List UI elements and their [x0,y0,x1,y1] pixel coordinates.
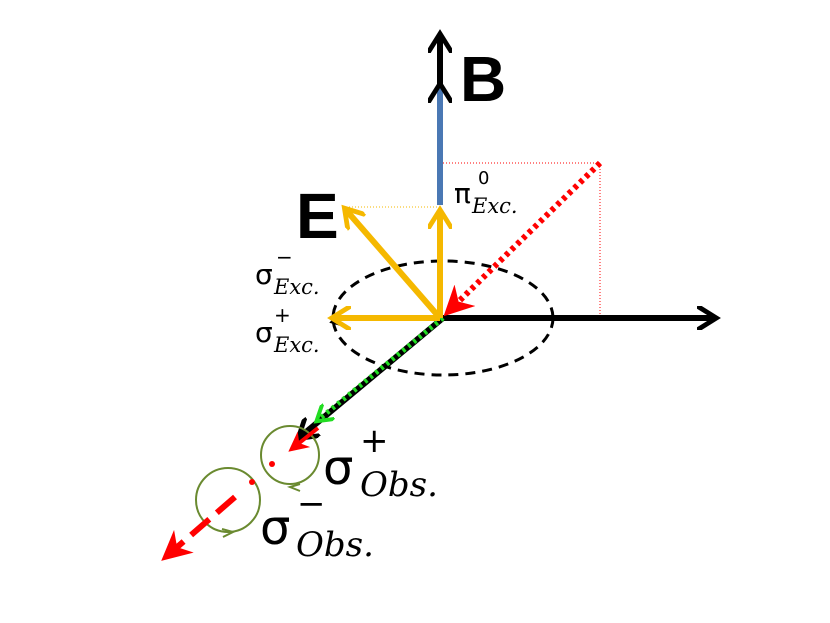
red-beam-out [161,494,237,561]
label-e: E [296,180,339,252]
svg-text:−: − [276,245,293,269]
svg-text:+: + [274,303,291,327]
e-field-arrow [346,210,443,320]
label-sigma-minus-obs: σ − Obs. [260,484,374,565]
circular-polarization-icon [260,425,320,485]
label-sigma-plus-obs: σ + Obs. [323,421,438,505]
label-b: B [460,43,506,115]
svg-text:Exc.: Exc. [273,333,320,357]
sigma-plus-obs-circle [260,425,320,492]
label-pi-exc: π 0 Exc. [454,168,518,218]
projection-lines [443,162,601,318]
red-dot [249,479,255,485]
red-beam-in [443,160,603,317]
svg-text:σ: σ [255,258,273,291]
label-sigma-minus-exc: σ − Exc. [255,245,320,299]
svg-text:Obs.: Obs. [360,465,438,505]
svg-text:0: 0 [478,168,489,189]
svg-text:σ: σ [255,316,273,349]
label-sigma-plus-exc: σ + Exc. [255,303,320,357]
svg-text:π: π [454,177,471,210]
green-beam [318,316,445,420]
svg-text:σ: σ [323,440,353,496]
svg-text:Obs.: Obs. [296,525,374,565]
circular-polarization-icon [195,467,261,533]
excitation-arrows [334,210,440,318]
svg-text:σ: σ [260,500,290,556]
circle-arrow-icon [221,528,236,538]
svg-text:+: + [360,421,389,461]
svg-text:−: − [297,484,326,524]
red-arrow-head-small [288,426,320,452]
svg-text:Exc.: Exc. [471,194,518,218]
circle-arrow-icon [286,483,301,492]
red-dot [269,461,275,467]
sigma-minus-obs-circle [195,467,261,538]
svg-text:Exc.: Exc. [273,275,320,299]
